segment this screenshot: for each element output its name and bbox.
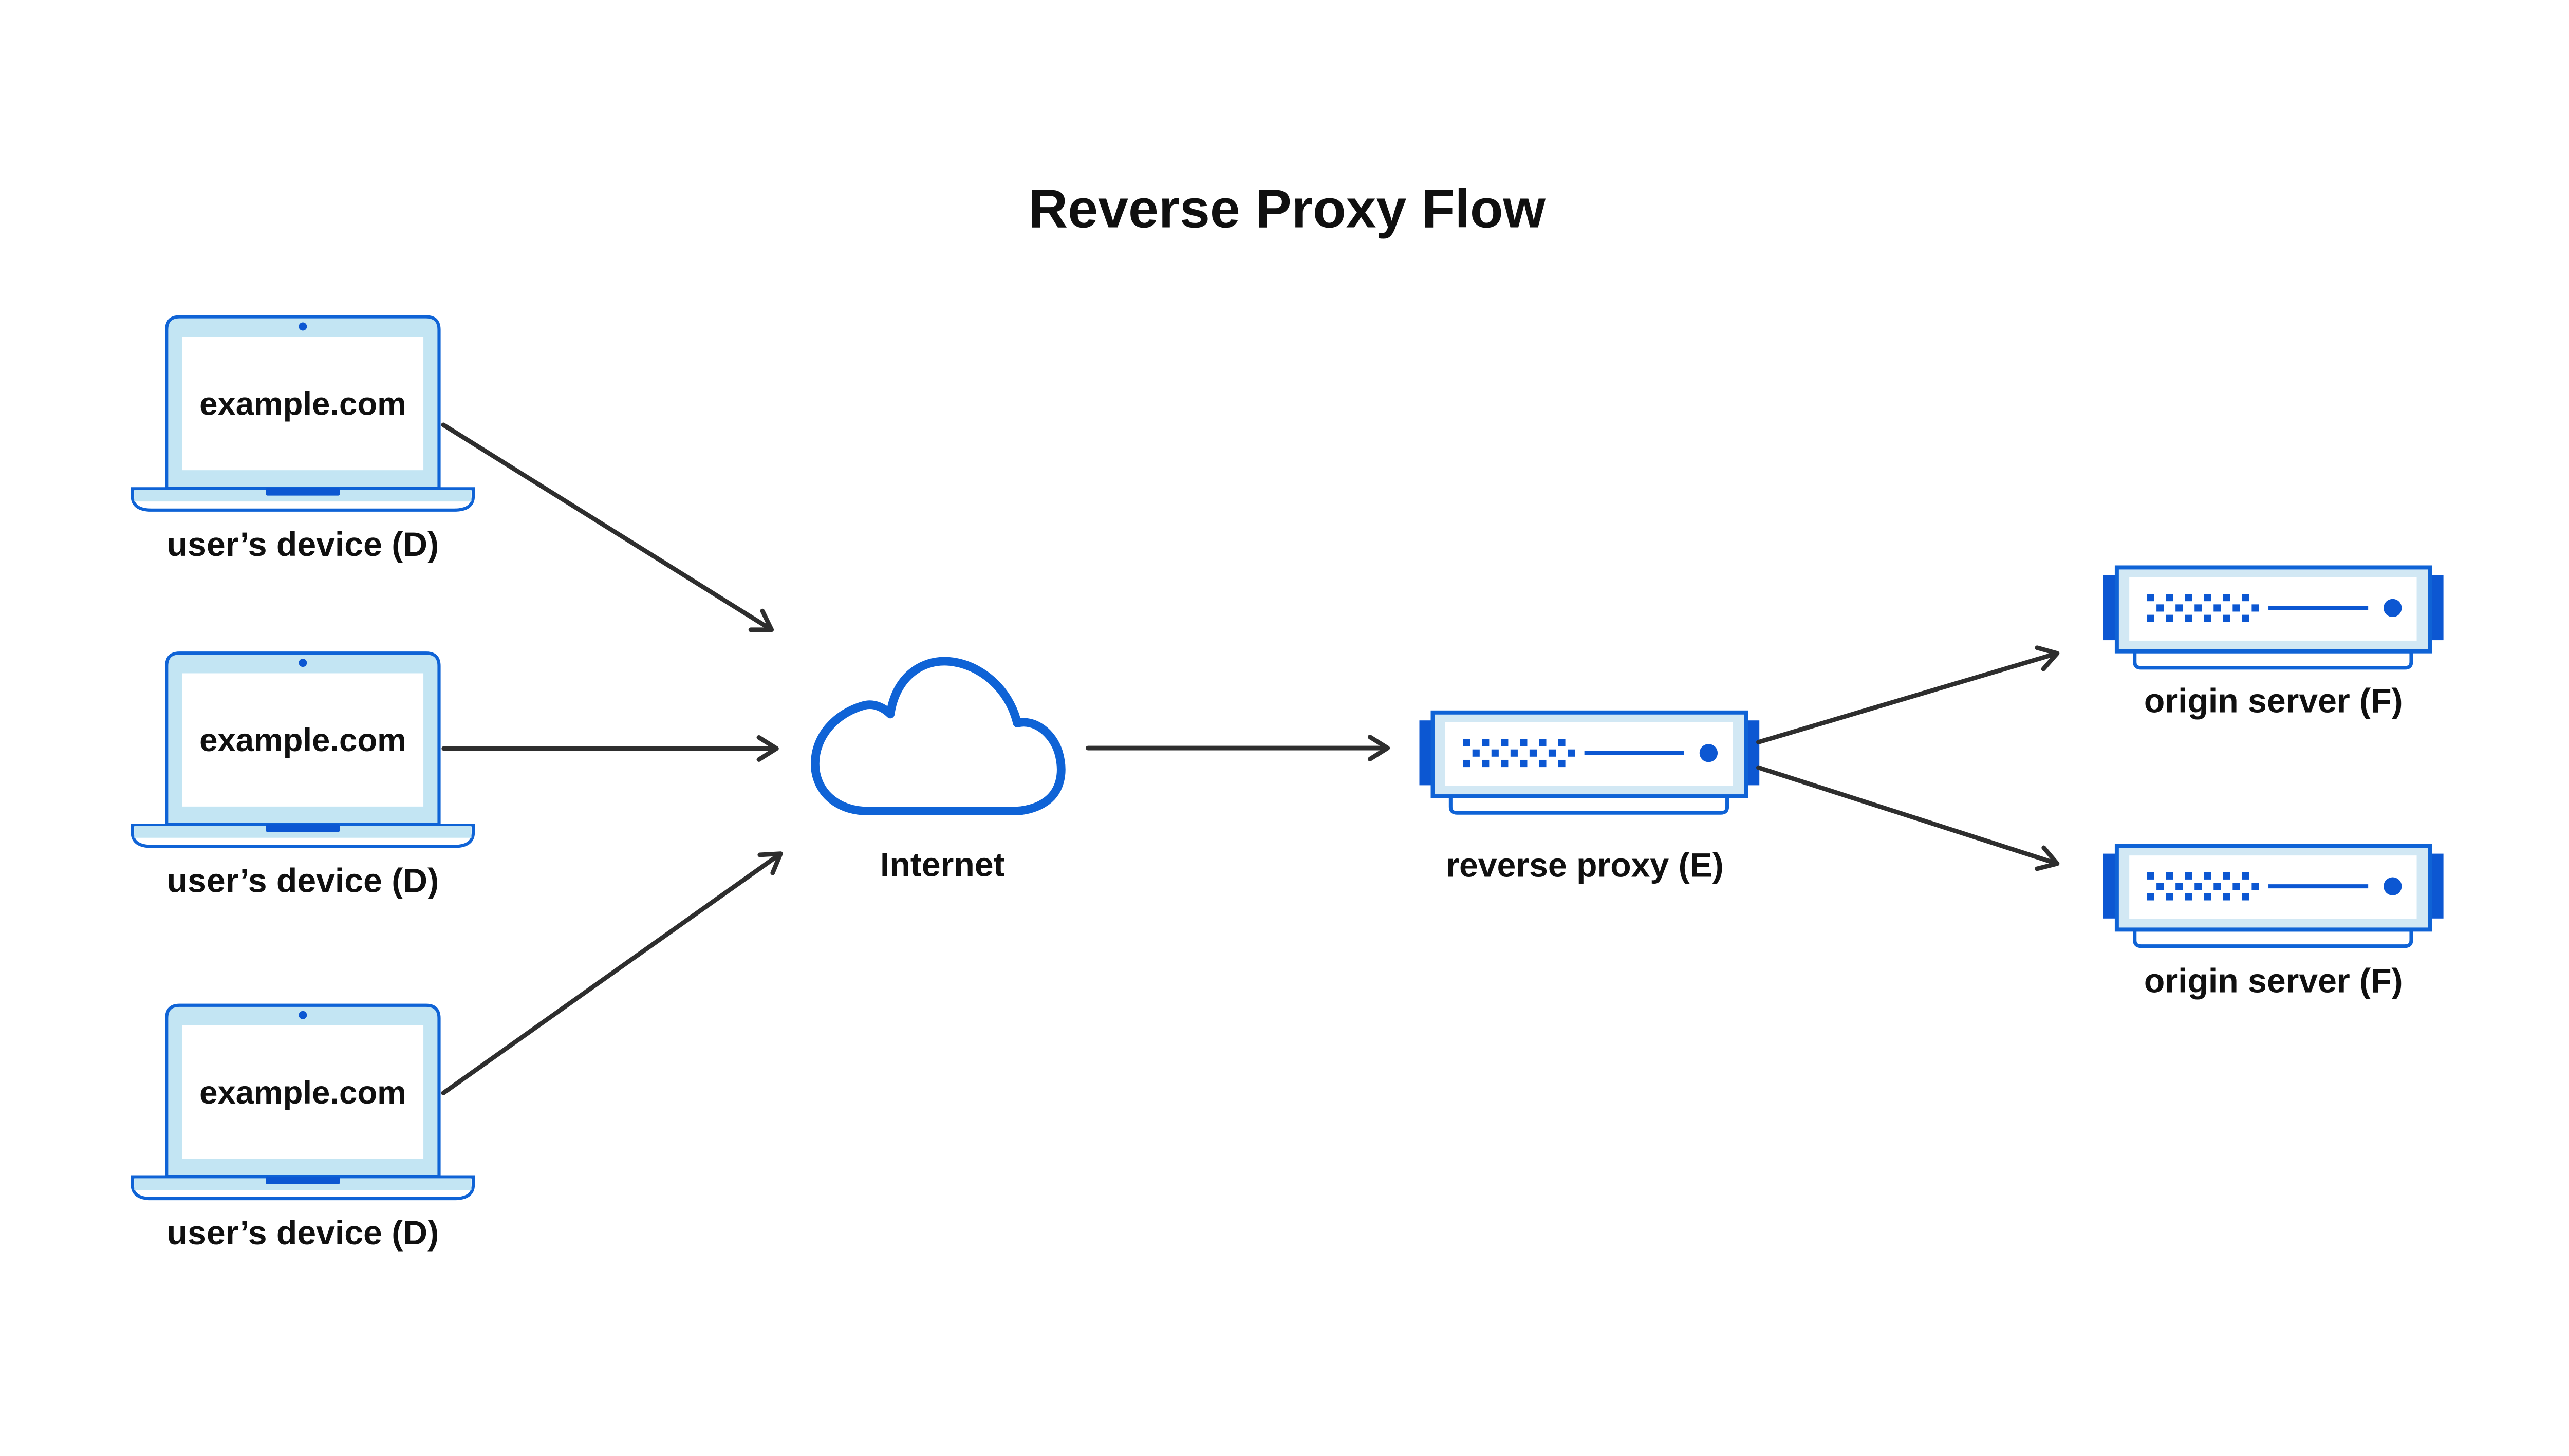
arrow-device1-to-internet (441, 422, 774, 632)
device-screen-url: example.com (199, 722, 406, 758)
flow-arrows (441, 422, 2060, 1095)
reverse-proxy-label: reverse proxy (E) (1446, 846, 1724, 884)
reverse-proxy-node: reverse proxy (E) (1419, 713, 1759, 884)
device-label: user’s device (D) (167, 1214, 439, 1252)
arrow-internet-to-proxy (1086, 734, 1390, 761)
user-device-node-1: example.com user’s device (D) (133, 316, 473, 564)
device-label: user’s device (D) (167, 862, 439, 900)
server-icon (2103, 567, 2444, 667)
device-screen-url: example.com (199, 385, 406, 422)
server-icon (1419, 713, 1759, 813)
arrow-device3-to-internet (441, 851, 783, 1095)
arrow-device2-to-internet (441, 735, 779, 762)
user-device-node-2: example.com user’s device (D) (133, 653, 473, 900)
internet-label: Internet (880, 846, 1005, 884)
arrow-proxy-to-origin1 (1756, 645, 2060, 744)
origin-server-node-2: origin server (F) (2103, 846, 2444, 1000)
server-icon (2103, 846, 2444, 946)
diagram-title: Reverse Proxy Flow (1029, 178, 1546, 239)
cloud-icon (810, 657, 1066, 815)
device-label: user’s device (D) (167, 526, 439, 564)
origin-server-label: origin server (F) (2144, 682, 2403, 720)
device-screen-url: example.com (199, 1074, 406, 1111)
arrow-proxy-to-origin2 (1756, 765, 2060, 871)
diagram-canvas: Reverse Proxy Flow example.com user’s de… (0, 178, 2569, 1252)
origin-server-label: origin server (F) (2144, 962, 2403, 1000)
internet-node: Internet (810, 657, 1066, 884)
origin-server-node-1: origin server (F) (2103, 567, 2444, 720)
user-device-node-3: example.com user’s device (D) (133, 1005, 473, 1252)
